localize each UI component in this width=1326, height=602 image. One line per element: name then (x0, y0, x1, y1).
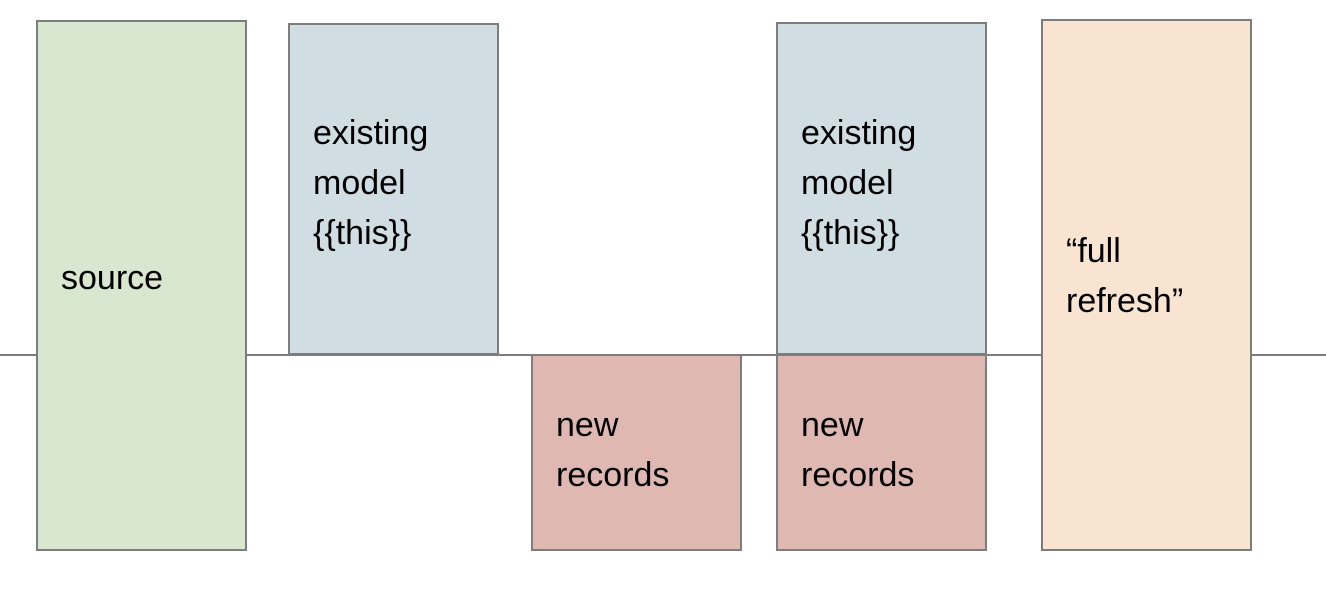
box-source-label: source (61, 258, 164, 297)
box-full-refresh-label: “full refresh” (1066, 232, 1184, 320)
box-existing-model-left-label: existing model {{this}} (313, 114, 429, 252)
box-source[interactable]: source (36, 20, 247, 551)
box-existing-model-right[interactable]: existing model {{this}} (776, 22, 987, 355)
box-new-records-right[interactable]: new records (776, 354, 987, 551)
box-new-records-left[interactable]: new records (531, 354, 742, 551)
box-existing-model-right-label: existing model {{this}} (801, 114, 917, 252)
box-full-refresh[interactable]: “full refresh” (1041, 19, 1252, 551)
box-new-records-right-label: new records (801, 406, 915, 494)
box-new-records-left-label: new records (556, 406, 670, 494)
box-existing-model-left[interactable]: existing model {{this}} (288, 23, 499, 355)
